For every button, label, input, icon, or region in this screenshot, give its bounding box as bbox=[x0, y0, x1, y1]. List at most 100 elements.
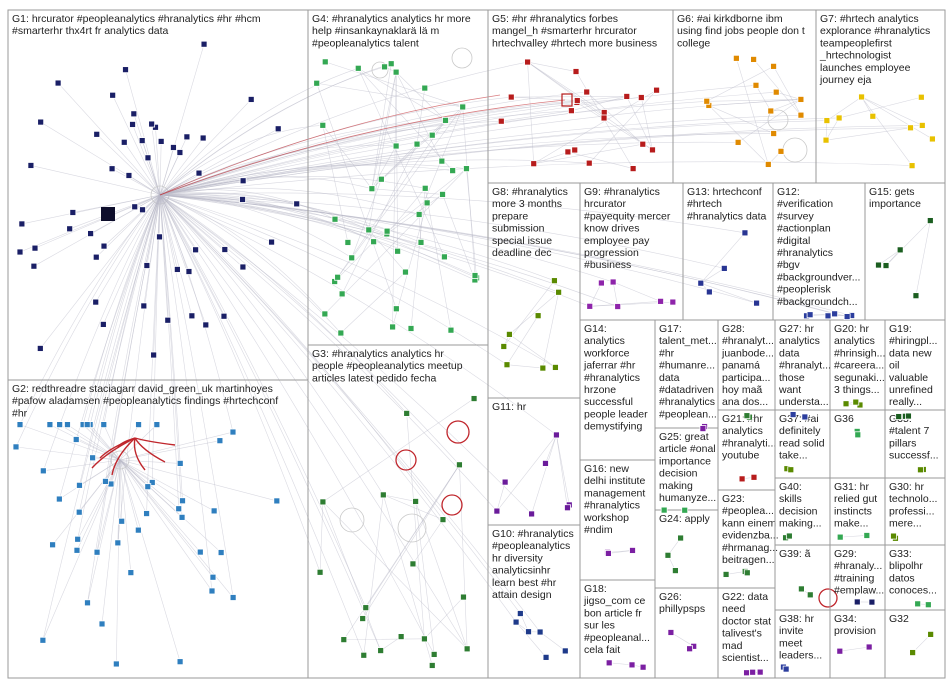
edge-g6-4 bbox=[708, 105, 774, 134]
node-g21-0 bbox=[750, 473, 758, 481]
node-g5-2 bbox=[530, 160, 538, 168]
group-label-g2: G2: redthreadre staciagarr david_green_u… bbox=[12, 383, 278, 419]
node-g4-0 bbox=[368, 185, 376, 193]
edge-layer bbox=[15, 44, 933, 674]
edge-g1-g3-10 bbox=[159, 194, 444, 520]
edge-g1-32 bbox=[96, 134, 161, 196]
node-g3-14 bbox=[403, 409, 411, 417]
node-g21-1 bbox=[738, 475, 746, 483]
node-g10-2 bbox=[512, 618, 520, 626]
edge-g6-2 bbox=[706, 99, 801, 102]
self-loop-g29 bbox=[818, 588, 838, 608]
edge-g1-27 bbox=[103, 194, 161, 247]
node-g6-13 bbox=[750, 56, 758, 63]
edge-g4-44 bbox=[358, 68, 453, 171]
edge-g15-3 bbox=[885, 220, 931, 266]
node-g39-0 bbox=[806, 591, 814, 599]
edge-red-g2-2 bbox=[111, 437, 136, 476]
node-g1-10 bbox=[221, 246, 229, 253]
node-g4-28 bbox=[441, 253, 448, 261]
edge-g1-21 bbox=[159, 136, 188, 196]
self-loop-g3-3 bbox=[339, 507, 365, 533]
node-g5-17 bbox=[573, 97, 581, 105]
edge-g1-1 bbox=[57, 82, 161, 196]
edge-g3-6 bbox=[383, 494, 416, 502]
edge-g8-3 bbox=[542, 292, 559, 369]
edge-g1-g4-6 bbox=[159, 187, 420, 215]
edge-g1-g4-34 bbox=[159, 63, 392, 196]
node-g4-4 bbox=[319, 121, 327, 129]
edge-g6-9 bbox=[736, 58, 769, 165]
edge-g7-6 bbox=[839, 96, 922, 119]
edge-g1-9 bbox=[159, 99, 252, 196]
group-label-g19: G19: #hiringpl... data new oil valuable … bbox=[889, 323, 937, 408]
node-g1-32 bbox=[93, 130, 101, 138]
edge-g1-g2-7 bbox=[117, 194, 161, 543]
node-g2-14 bbox=[73, 546, 81, 554]
node-g2-1 bbox=[55, 495, 63, 503]
hub-loop-g2 bbox=[110, 450, 130, 470]
node-g2-29 bbox=[74, 535, 82, 543]
node-g1-0 bbox=[120, 138, 128, 146]
node-g33-0 bbox=[914, 600, 922, 608]
node-g11-4 bbox=[564, 504, 571, 512]
edge-g1-g8-2 bbox=[159, 194, 556, 368]
node-g1-22 bbox=[27, 162, 35, 169]
node-g3-1 bbox=[412, 498, 420, 505]
edge-red-g2-4 bbox=[134, 437, 166, 463]
edge-g6-6 bbox=[776, 91, 801, 100]
edge-g4-16 bbox=[466, 168, 477, 278]
edge-g2-38 bbox=[119, 459, 222, 553]
node-g13-2 bbox=[753, 299, 760, 307]
edge-g4-33 bbox=[316, 83, 397, 309]
node-g1-54 bbox=[99, 321, 107, 328]
node-g2-15 bbox=[75, 508, 83, 516]
edge-g5-4 bbox=[533, 89, 657, 164]
edge-g1-g10-4 bbox=[159, 194, 521, 614]
edge-g1-22 bbox=[30, 165, 161, 196]
group-box-g40 bbox=[774, 477, 831, 546]
edge-g4-22 bbox=[358, 68, 446, 121]
node-g9-2 bbox=[669, 298, 677, 306]
edge-g4-27 bbox=[410, 188, 426, 329]
edge-g1-g7-7 bbox=[159, 127, 911, 196]
node-g1-21 bbox=[183, 133, 191, 141]
edge-g7-7 bbox=[825, 127, 911, 141]
node-g8-4 bbox=[503, 361, 511, 369]
node-g4-27 bbox=[407, 325, 415, 332]
edge-g8-4 bbox=[506, 364, 543, 369]
group-label-g31: G31: hr relied gut instincts make...G31:… bbox=[834, 481, 877, 530]
group-label-g24: G24: applyG24: apply bbox=[659, 513, 711, 525]
edge-g1-g3-14 bbox=[159, 194, 407, 414]
node-g1-36 bbox=[185, 268, 193, 275]
node-g2-20 bbox=[135, 421, 142, 429]
edge-g1-g9-1 bbox=[159, 194, 590, 307]
node-g2-18 bbox=[216, 437, 224, 445]
node-g2-23 bbox=[102, 478, 109, 485]
edge-red-g1-g5-0 bbox=[159, 99, 566, 196]
node-g5-18 bbox=[564, 148, 572, 156]
node-g12-5 bbox=[843, 313, 851, 320]
edge-g8-2 bbox=[509, 334, 556, 368]
node-g5-major bbox=[561, 93, 573, 107]
node-g24-1 bbox=[664, 551, 672, 559]
self-loop-2 bbox=[782, 137, 808, 163]
node-layer bbox=[12, 40, 936, 677]
node-g11-5 bbox=[493, 507, 501, 515]
edge-g4-17 bbox=[392, 72, 397, 327]
node-g8-6 bbox=[551, 277, 558, 285]
self-loop-g3-1 bbox=[446, 420, 470, 444]
node-g12-4 bbox=[806, 311, 814, 319]
node-g2-41 bbox=[229, 428, 237, 436]
edge-g1-42 bbox=[159, 194, 272, 243]
edge-g1-g2-25 bbox=[151, 194, 161, 483]
node-g4-5 bbox=[439, 191, 446, 198]
edge-g11-4 bbox=[556, 434, 568, 508]
node-g2-42 bbox=[49, 541, 56, 549]
edge-g2-46 bbox=[119, 459, 139, 531]
edge-g1-g2-41 bbox=[159, 194, 234, 433]
edge-g11-3 bbox=[531, 434, 557, 515]
node-g6-2 bbox=[703, 97, 711, 105]
edge-g1-g9-3 bbox=[159, 194, 614, 283]
edge-g4-7 bbox=[334, 106, 463, 282]
